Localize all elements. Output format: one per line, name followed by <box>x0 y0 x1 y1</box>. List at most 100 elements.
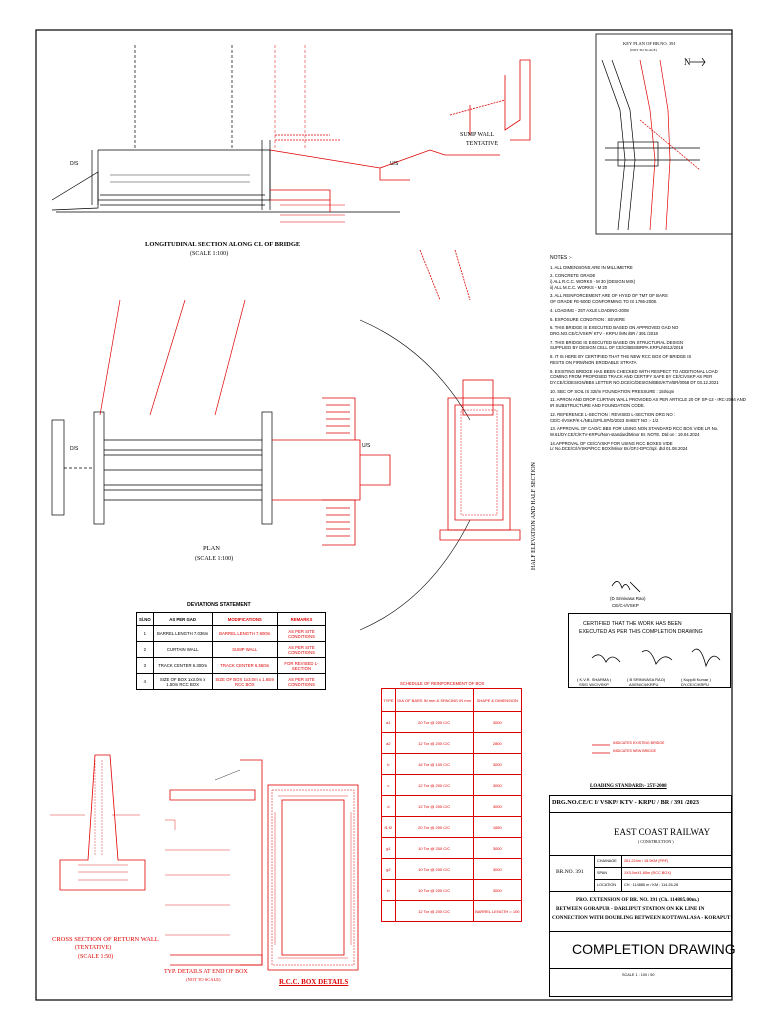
deviations-cell: BARREL LENGTH 7.036m <box>152 625 213 642</box>
notes-block: NOTES :- 1. ALL DIMENSIONS ARE IN MILLIM… <box>550 255 746 453</box>
rcc-box-detail <box>267 784 359 971</box>
deviations-cell: 1 <box>136 625 154 642</box>
schedule-cell: g2 <box>381 858 396 880</box>
deviations-cell: 4 <box>136 673 154 690</box>
schedule-cell: 3000 <box>472 837 523 859</box>
deviations-cell: SIZE OF BOX 1x3.0m x 1.50m RCC BOX <box>152 673 213 690</box>
schedule-cell: 10 Tor @ 200 C/C <box>394 858 474 880</box>
deviations-cell: CURTAIN WALL <box>152 641 213 658</box>
plan-scale: (SCALE 1:100) <box>195 556 234 562</box>
plan-title: PLAN <box>203 545 220 552</box>
note-line: 1. ALL DIMENSIONS ARE IN MILLIMETRE <box>550 264 633 270</box>
schedule-cell: a1 <box>381 711 396 733</box>
certification-box: CERTIFIED THAT THE WORK HAS BEEN EXECUTE… <box>568 613 731 688</box>
schedule-cell: 2800 <box>472 732 523 754</box>
deviations-cell: AS PER SITE CONDITIONS <box>276 625 327 642</box>
note-line: 8. IT IS HERE BY CERTIFIED THAT THE NEW … <box>550 354 692 360</box>
deviations-cell: SIZE OF BOX 1x3.0m x 1.65m RCC BOX <box>211 673 278 690</box>
certify-sig2-designation: AXEN/C/I/KRPU <box>629 682 659 687</box>
deviations-cell: TRACK CENTER 6.550m <box>211 657 278 674</box>
certify-line-1: CERTIFIED THAT THE WORK HAS BEEN <box>583 621 682 627</box>
key-plan-drawing <box>601 57 706 231</box>
schedule-cell: 3000 <box>472 795 523 817</box>
end-of-box-detail <box>165 759 263 966</box>
legend-existing: INDICATES EXISTING BRIDGE <box>613 741 665 745</box>
schedule-cell: b <box>381 753 396 775</box>
notes-signer-name: (D Srinivasa Rao) <box>610 596 646 601</box>
deviations-cell: TRACK CENTER 6.300m <box>152 657 213 674</box>
certify-sig1-name: ( K.V.R. SHARMA ) <box>577 677 612 682</box>
note-line: 3. ALL REINFORCEMENT ARE OF HYSD OF TMT … <box>550 293 668 299</box>
ds-label-section: D/S <box>70 161 79 167</box>
schedule-cell: 3000 <box>472 753 523 775</box>
note-line: 2. CONCRETE GRADE <box>550 273 596 279</box>
schedule-cell <box>381 900 396 922</box>
schedule-cell: c <box>381 774 396 796</box>
return-wall-scale: (SCALE 1:50) <box>78 954 114 960</box>
signature-marks <box>591 581 721 668</box>
note-line: 11. APRON AND DROP CURTAIN WALL PROVIDED… <box>550 397 746 403</box>
note-line: 13. APPROVAL OF CAO/C BBS FOR USING NON … <box>550 426 719 432</box>
us-label-section: U/S <box>390 161 399 167</box>
schedule-cell: 20 Tor @ 200 C/C <box>394 816 474 838</box>
schedule-cell: 3000 <box>472 879 523 901</box>
sump-wall-label: SUMP WALL TENTATIVE <box>460 132 499 147</box>
project-line-1: PRO. EXTENSION OF BR. NO. 391 (Ch. 11488… <box>576 897 700 903</box>
schedule-header: SHAPE & DIMENSION <box>472 688 523 712</box>
end-box-title: TYP. DETAILS AT END OF BOX <box>164 969 248 975</box>
ds-label-plan: D/S <box>70 446 79 452</box>
longitudinal-section-new <box>269 45 531 223</box>
note-line: 4. LOADING - 25T AXLE LOADING-2008 <box>550 307 629 313</box>
note-line: 14.APPROVAL OF CE/C/VSKP FOR USING RCC B… <box>550 440 673 446</box>
schedule-header: TYPE <box>381 688 396 712</box>
key-plan-title: KEY PLAN OF BR.NO. 391 <box>623 41 676 46</box>
longitudinal-section <box>51 45 400 213</box>
note-line: COMING FROM PROPOSED TRACK AND CERTIFY S… <box>550 374 713 380</box>
deviations-cell: AS PER SITE CONDITIONS <box>276 641 327 658</box>
schedule-cell: 1650 <box>472 816 523 838</box>
legend <box>592 744 610 754</box>
deviations-cell: 3 <box>136 657 154 674</box>
railway-subtitle: ( CONSTRUCTION ) <box>638 839 674 844</box>
svg-text:SUMP WALL: SUMP WALL <box>460 132 495 138</box>
plan-view <box>51 299 273 525</box>
svg-text:TENTATIVE: TENTATIVE <box>466 141 499 147</box>
schedule-cell: 10 Tor @ 200 C/C <box>394 837 474 859</box>
schedule-cell: h <box>381 879 396 901</box>
note-line: W.61/DY.CE/C/KTV-KRPU/Non-standard/Minor… <box>550 432 700 438</box>
note-line: IR SUBSTRUCTURE AND FOUNDATION CODE. <box>550 403 645 409</box>
row1-label: CHAINAGE <box>597 859 617 863</box>
certify-sig3-designation: DY.CE/C/KRPU <box>681 682 709 687</box>
project-line-3: CONNECTION WITH DOUBLING BETWEEN KOTTAVA… <box>552 915 731 921</box>
plan-view-new <box>272 249 471 631</box>
schedule-cell: d <box>381 795 396 817</box>
schedule-cell: 3000 <box>472 858 523 880</box>
notes-heading: NOTES :- <box>550 255 572 261</box>
note-line: 12. REFERENCE L-SECTION : REVISED L-SECT… <box>550 411 676 417</box>
notes-list: 1. ALL DIMENSIONS ARE IN MILLIMETRE 2. CO… <box>550 264 746 453</box>
deviations-cell: BARREL LENGTH 7.600m <box>211 625 278 642</box>
schedule-cell: a2 <box>381 732 396 754</box>
row3-value: CH : 114885 m / KM : 114.26-28 <box>624 883 679 887</box>
schedule-cell: 3000 <box>472 774 523 796</box>
schedule-header: DIA OF BARS IN mm & SPACING IN mm <box>394 688 474 712</box>
deviations-header: AS PER GAD <box>152 612 213 626</box>
deviations-title: DEVIATIONS STATEMENT <box>187 602 251 608</box>
deviations-cell: FOR REVISED L-SECTION <box>276 657 327 674</box>
deviations-cell: SUMP WALL <box>211 641 278 658</box>
schedule-cell: 12 Tor @ 200 C/C <box>394 900 474 922</box>
schedule-cell: 16 Tor @ 100 C/C <box>394 753 474 775</box>
drawing-number: DRG.NO.CE/C I/ VSKP/ KTV - KRPU / BR / 3… <box>552 799 699 806</box>
note-line: 7. THIS BRIDGE IS EXECUTED BASED ON STRU… <box>550 339 683 345</box>
schedule-title: SCHEDULE OF REINFORCEMENT OF BOX <box>400 681 485 686</box>
return-wall-title: CROSS SECTION OF RETURN WALL <box>52 936 159 943</box>
